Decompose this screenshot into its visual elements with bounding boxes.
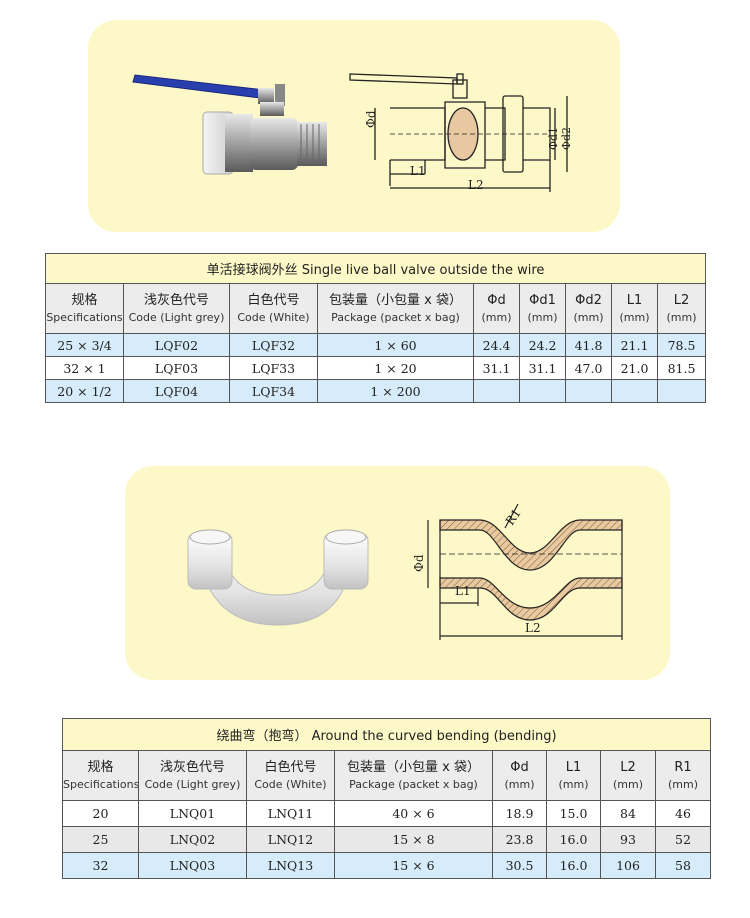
table-cell: 15 × 8 bbox=[334, 826, 493, 853]
table-cell: LNQ03 bbox=[138, 852, 247, 879]
table-row: 20 LNQ01 LNQ11 40 × 6 18.9 15.0 84 46 bbox=[62, 800, 712, 827]
table-cell bbox=[519, 379, 566, 403]
table-cell: 41.8 bbox=[565, 333, 612, 357]
table1-header-package: 包装量（小包量 x 袋）Package (packet x bag) bbox=[317, 283, 474, 334]
diagram1-label-l2: L2 bbox=[468, 178, 484, 192]
table-cell: LNQ13 bbox=[246, 852, 335, 879]
table-cell: 25 bbox=[62, 826, 139, 853]
diagram1-label-d2: Φd2 bbox=[560, 126, 573, 150]
table-cell: LNQ12 bbox=[246, 826, 335, 853]
table2-header-l1: L1(mm) bbox=[546, 750, 601, 801]
table2-title: 绕曲弯（抱弯） Around the curved bending (bendi… bbox=[61, 718, 712, 751]
table-cell: LQF04 bbox=[123, 379, 230, 403]
table-cell: 47.0 bbox=[565, 356, 612, 380]
table1-header-l2: L2(mm) bbox=[656, 283, 707, 334]
table-cell: LNQ01 bbox=[138, 800, 247, 827]
table-cell: 20 × 1/2 bbox=[45, 379, 124, 403]
ball-valve-photo bbox=[132, 74, 327, 175]
ball-valve-drawing bbox=[349, 73, 568, 192]
table-cell: 93 bbox=[600, 826, 656, 853]
table-cell: 30.5 bbox=[492, 852, 547, 879]
diagram2-label-d: Φd bbox=[412, 554, 426, 572]
table-row: 25 × 3/4 LQF02 LQF32 1 × 60 24.4 24.2 41… bbox=[45, 333, 707, 357]
curved-bend-photo bbox=[187, 529, 369, 626]
table1-header-d2: Φd2(mm) bbox=[565, 283, 612, 334]
table-cell: 40 × 6 bbox=[334, 800, 493, 827]
diagram1-label-d: Φd bbox=[364, 110, 378, 128]
table-cell: 1 × 20 bbox=[317, 356, 474, 380]
ball-valve-spec-table: 单活接球阀外丝 Single live ball valve outside t… bbox=[44, 253, 707, 403]
table1-header-d1: Φd1(mm) bbox=[519, 283, 566, 334]
table-cell: 16.0 bbox=[546, 826, 601, 853]
curved-bend-drawing bbox=[427, 503, 623, 640]
table-cell: LQF34 bbox=[229, 379, 318, 403]
table-cell: LNQ11 bbox=[246, 800, 335, 827]
table-cell: 31.1 bbox=[519, 356, 566, 380]
table-cell: 81.5 bbox=[656, 356, 707, 380]
table2-header-d: Φd(mm) bbox=[492, 750, 547, 801]
table1-title: 单活接球阀外丝 Single live ball valve outside t… bbox=[44, 253, 707, 284]
table-cell: 24.4 bbox=[473, 333, 520, 357]
diagram2-label-l2: L2 bbox=[525, 621, 541, 635]
table2-header-r1: R1(mm) bbox=[654, 750, 712, 801]
curved-bend-spec-table: 绕曲弯（抱弯） Around the curved bending (bendi… bbox=[61, 718, 712, 879]
table-cell: LNQ02 bbox=[138, 826, 247, 853]
table-cell bbox=[473, 379, 520, 403]
table-cell: 84 bbox=[600, 800, 656, 827]
ball-valve-image-panel bbox=[88, 20, 620, 232]
table1-header-d: Φd(mm) bbox=[473, 283, 520, 334]
table-row: 25 LNQ02 LNQ12 15 × 8 23.8 16.0 93 52 bbox=[62, 826, 712, 853]
table-cell: 21.0 bbox=[611, 356, 658, 380]
table-cell: 106 bbox=[600, 852, 656, 879]
table-cell: 31.1 bbox=[473, 356, 520, 380]
table-cell: 21.1 bbox=[611, 333, 658, 357]
table-cell: 25 × 3/4 bbox=[45, 333, 124, 357]
table-cell: 20 bbox=[62, 800, 139, 827]
table2-header-l2: L2(mm) bbox=[600, 750, 656, 801]
table-cell bbox=[565, 379, 612, 403]
table-cell: 58 bbox=[654, 852, 712, 879]
table-row: 20 × 1/2 LQF04 LQF34 1 × 200 bbox=[45, 379, 707, 403]
diagram2-label-l1: L1 bbox=[455, 584, 471, 598]
table1-header-l1: L1(mm) bbox=[611, 283, 658, 334]
table-cell: 1 × 200 bbox=[317, 379, 474, 403]
table-row: 32 × 1 LQF03 LQF33 1 × 20 31.1 31.1 47.0… bbox=[45, 356, 707, 380]
table-row: 32 LNQ03 LNQ13 15 × 6 30.5 16.0 106 58 bbox=[62, 852, 712, 879]
diagram1-label-l1: L1 bbox=[410, 164, 426, 178]
table-cell: 78.5 bbox=[656, 333, 707, 357]
table-cell: LQF33 bbox=[229, 356, 318, 380]
table-cell: 18.9 bbox=[492, 800, 547, 827]
table-cell: 15 × 6 bbox=[334, 852, 493, 879]
table-cell bbox=[611, 379, 658, 403]
table-cell: 46 bbox=[654, 800, 712, 827]
table-cell: 32 × 1 bbox=[45, 356, 124, 380]
diagram1-label-d1: Φd1 bbox=[547, 126, 560, 150]
table-cell: LQF02 bbox=[123, 333, 230, 357]
table-cell: 52 bbox=[654, 826, 712, 853]
table-cell bbox=[656, 379, 707, 403]
table-cell: 16.0 bbox=[546, 852, 601, 879]
table-cell: 23.8 bbox=[492, 826, 547, 853]
table-cell: 1 × 60 bbox=[317, 333, 474, 357]
table-cell: LQF32 bbox=[229, 333, 318, 357]
table-cell: 24.2 bbox=[519, 333, 566, 357]
table-cell: 15.0 bbox=[546, 800, 601, 827]
table-cell: 32 bbox=[62, 852, 139, 879]
table-cell: LQF03 bbox=[123, 356, 230, 380]
table2-header-package: 包装量（小包量 x 袋）Package (packet x bag) bbox=[334, 750, 493, 801]
